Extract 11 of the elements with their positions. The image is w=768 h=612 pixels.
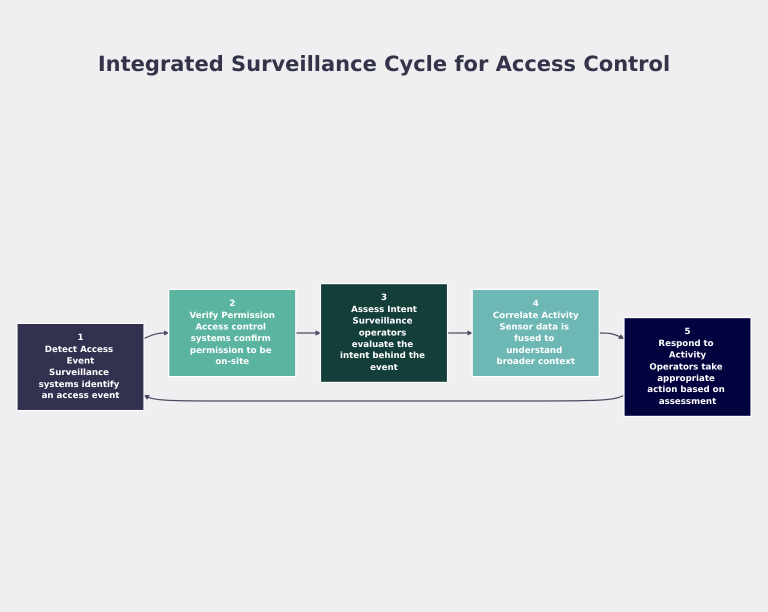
arrow xyxy=(448,330,472,336)
arrow xyxy=(144,394,624,402)
diagram-title: Integrated Surveillance Cycle for Access Control xyxy=(98,52,670,76)
node-box: 4 Correlate Activity Sensor data is fused to understand broader context xyxy=(472,288,600,378)
arrow xyxy=(296,330,321,336)
arrow xyxy=(599,332,624,340)
node-box: 3 Assess Intent Surveillance operators evaluate the intent behind the event xyxy=(320,282,448,384)
node-box: 5 Respond to Activity Operators take appropriate action based on assessment xyxy=(623,316,752,418)
node-box: 2 Verify Permission Access control systems confirm permission to be on-site xyxy=(168,288,296,378)
arrow xyxy=(144,330,169,340)
node-box: 1 Detect Access Event Surveillance systems identify an access event xyxy=(16,322,145,412)
